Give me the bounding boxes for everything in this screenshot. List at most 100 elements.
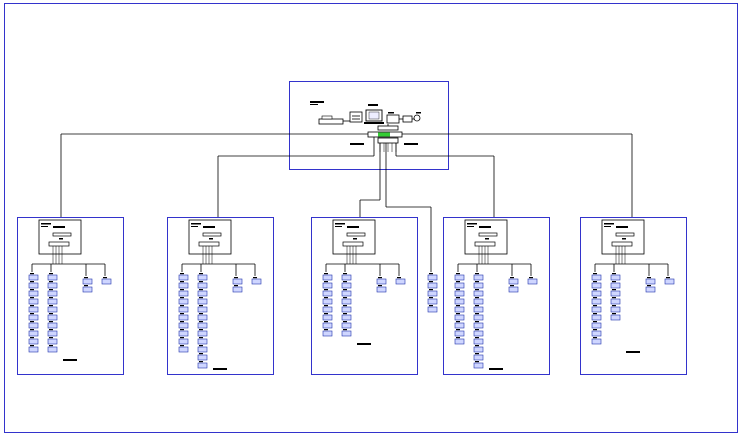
device-body [82,286,93,293]
floor-panel-1 [17,217,124,375]
device-label [612,297,616,299]
device-label [593,313,597,315]
cabinet-label [479,226,491,228]
extra-device-stack [427,273,438,313]
device-body [591,306,602,313]
device-label [49,297,53,299]
device-label [612,289,616,291]
workstation-icon [197,313,208,321]
printer-icon [82,277,93,285]
cabinet-label [467,223,477,225]
device-label [84,277,88,279]
workstation-icon [178,281,189,289]
device-body [645,286,656,293]
device-body [454,274,465,281]
cabinet-label [335,226,342,227]
device-label [84,285,88,287]
device-body [197,306,208,313]
device-label [612,281,616,283]
device-body [197,338,208,345]
device-body [341,322,352,329]
device-body [454,282,465,289]
workstation-icon [454,329,465,337]
device-body [591,338,602,345]
cabinet-label [53,226,65,228]
device-body [178,274,189,281]
device-label [612,273,616,275]
workstation-icon [178,337,189,345]
device-label [30,329,34,331]
device-label [324,297,328,299]
device-body [645,278,656,285]
floor-caption-bar [489,368,503,370]
workstation-icon [28,345,39,353]
workstation-icon [47,329,58,337]
workstation-body [386,114,400,124]
workstation-icon [28,289,39,297]
device-body [28,274,39,281]
monitor-display [368,111,380,120]
workstation-icon [322,273,333,281]
device-body [82,278,93,285]
device-label [593,289,597,291]
printer-icon [645,285,656,293]
device-body [664,278,675,285]
device-label [593,281,597,283]
workstation-icon [454,273,465,281]
device-body [47,346,58,353]
device-label [510,277,514,279]
workstation-icon [473,321,484,329]
device-body [28,282,39,289]
device-body [473,346,484,353]
device-body [322,314,333,321]
device-label [30,297,34,299]
monitor-base [364,122,384,124]
workstation-icon [427,281,438,289]
device-body [341,314,352,321]
floor-caption-bar [63,359,77,361]
device-body [47,338,58,345]
device-label [180,289,184,291]
printer-icon [376,277,387,285]
device-label [475,321,479,323]
device-body [610,282,621,289]
device-label [475,345,479,347]
device-label [49,281,53,283]
device-body [591,322,602,329]
device-label [456,313,460,315]
modem-body [402,115,413,123]
workstation-icon [47,337,58,345]
workstation-icon [341,329,352,337]
device-label [324,305,328,307]
device-label [30,281,34,283]
device-label [180,281,184,283]
workstation-icon [178,321,189,329]
switch-label [622,238,626,240]
floor-frame [311,217,418,375]
floor-switch-cabinet [464,219,508,255]
workstation-icon [28,305,39,313]
workstation-icon [197,337,208,345]
workstation-icon [322,313,333,321]
device-body [591,290,602,297]
device-body [591,282,602,289]
workstation-icon [454,313,465,321]
device-label [429,305,433,307]
cabinet-label [347,226,359,228]
device-body [473,322,484,329]
device-body [454,330,465,337]
device-label [180,273,184,275]
device-label [30,305,34,307]
device-body [610,274,621,281]
floor-panels [17,217,687,375]
workstation-icon [454,297,465,305]
device-body [47,274,58,281]
device-body [178,322,189,329]
printer-icon [318,115,344,125]
device-label [30,289,34,291]
device-label [429,281,433,283]
device-body [28,298,39,305]
switch-accent [378,132,390,137]
cabinet-label [335,223,345,225]
workstation-icon [473,313,484,321]
